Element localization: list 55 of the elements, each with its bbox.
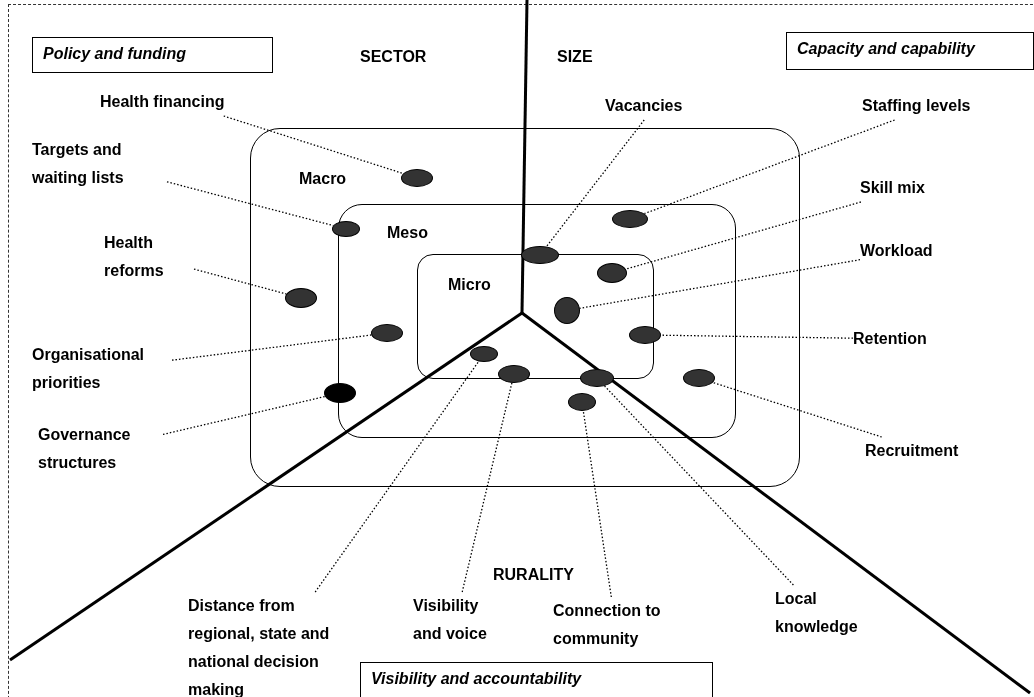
level-label: Macro <box>299 169 347 189</box>
leader-label: Health reforms <box>104 229 194 285</box>
ellipse-marker <box>580 369 614 387</box>
ellipse-marker <box>683 369 715 387</box>
leader-label: Local knowledge <box>775 585 865 641</box>
dimension-label: SECTOR <box>360 48 427 66</box>
leader-label: Staffing levels <box>862 92 1002 120</box>
leader-line <box>603 385 795 586</box>
leader-line <box>162 395 326 436</box>
leader-label: Vacancies <box>605 92 705 120</box>
level-label: Meso <box>387 223 428 243</box>
ellipse-marker <box>332 221 360 237</box>
ellipse-marker <box>324 383 356 403</box>
section-heading: Visibility and accountability <box>360 662 713 697</box>
leader-label: Governance structures <box>38 421 163 477</box>
leader-label: Skill mix <box>860 174 960 202</box>
leader-line <box>314 360 480 593</box>
leader-label: Targets and waiting lists <box>32 136 167 192</box>
ellipse-marker <box>629 326 661 344</box>
ellipse-marker <box>498 365 530 383</box>
ellipse-marker <box>371 324 403 342</box>
section-heading: Policy and funding <box>32 37 273 73</box>
leader-line <box>223 115 404 175</box>
section-heading: Capacity and capability <box>786 32 1034 70</box>
leader-line <box>643 119 896 215</box>
level-box <box>338 204 736 438</box>
ellipse-marker <box>554 297 580 324</box>
ellipse-marker <box>597 263 627 283</box>
leader-line <box>171 334 373 361</box>
leader-line <box>166 181 334 227</box>
leader-line <box>545 119 645 248</box>
leader-line <box>461 382 513 593</box>
ellipse-marker <box>401 169 433 187</box>
ellipse-marker <box>285 288 317 308</box>
leader-label: Organisational priorities <box>32 341 172 397</box>
leader-label: Retention <box>853 325 953 353</box>
leader-label: Visibility and voice <box>413 592 498 648</box>
ellipse-marker <box>470 346 498 362</box>
level-box <box>250 128 800 487</box>
ellipse-marker <box>568 393 596 411</box>
dimension-label: SIZE <box>557 48 593 66</box>
leader-line <box>193 268 287 295</box>
ellipse-marker <box>521 246 559 264</box>
level-label: Micro <box>448 275 491 295</box>
ellipse-marker <box>612 210 648 228</box>
leader-label: Recruitment <box>865 437 985 465</box>
leader-label: Connection to community <box>553 597 678 653</box>
leader-line <box>579 259 861 309</box>
leader-label: Health financing <box>100 88 260 116</box>
leader-line <box>582 410 612 598</box>
leader-line <box>625 201 862 270</box>
leader-label: Workload <box>860 237 960 265</box>
dimension-label: RURALITY <box>493 566 574 584</box>
leader-line <box>712 381 883 438</box>
leader-line <box>660 334 854 339</box>
